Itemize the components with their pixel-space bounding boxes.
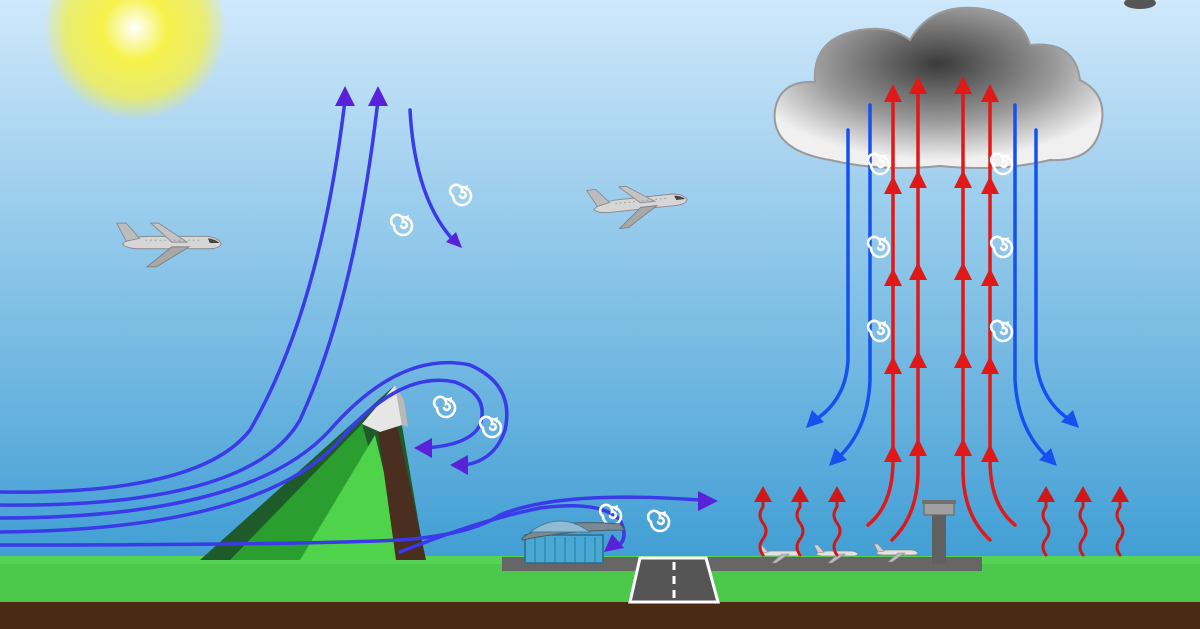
thermal-arrow: [832, 495, 842, 557]
arrowhead: [414, 438, 432, 458]
hangar-icon: [521, 520, 627, 564]
apron: [502, 557, 982, 571]
distant-object-icon: [1124, 0, 1156, 9]
thermal-arrowheads: [754, 486, 1129, 502]
thermal-updrafts: [758, 495, 1125, 557]
mountain-icon: [200, 385, 426, 560]
arrowhead: [450, 455, 468, 475]
arrowhead: [698, 491, 718, 511]
mountain-wind-flow: [0, 98, 702, 547]
arrowhead: [335, 86, 355, 106]
thermal-arrow: [1115, 495, 1125, 557]
hangar-wind-flow: [398, 503, 626, 554]
arrowhead: [604, 534, 624, 552]
sun-icon: [43, 0, 227, 120]
microburst-downdrafts: [813, 103, 1072, 460]
arrowhead: [368, 86, 388, 106]
control-tower-icon: [922, 500, 956, 564]
arrowhead: [446, 232, 462, 248]
soil: [0, 600, 1200, 629]
thermal-arrow: [1041, 495, 1051, 557]
updraft-arrowheads: [884, 76, 999, 462]
thermal-arrow: [795, 495, 805, 557]
downdraft-arrowheads: [806, 410, 1079, 466]
thermal-arrow: [758, 495, 768, 557]
mountain-wind-arrowheads: [335, 86, 718, 511]
thermal-arrow: [1078, 495, 1088, 557]
